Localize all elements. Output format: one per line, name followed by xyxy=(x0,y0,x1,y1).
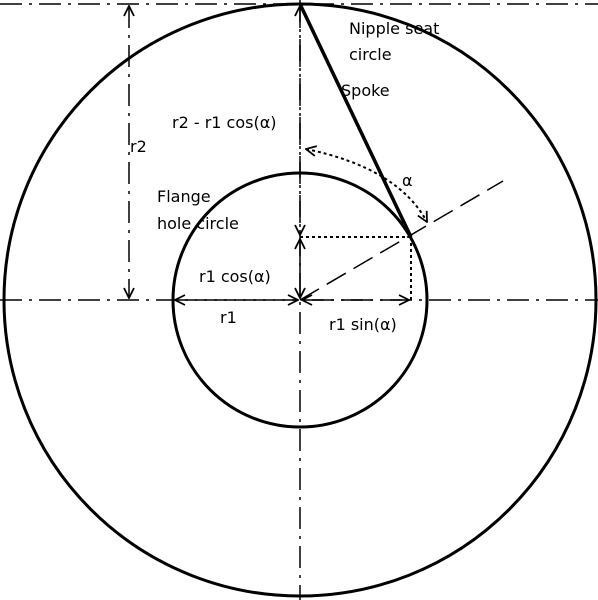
spoke-line xyxy=(298,3,413,238)
r2-minus-r1cos-label: r2 - r1 cos(α) xyxy=(172,113,277,132)
flange-label-line1: Flange xyxy=(157,187,211,206)
alpha-label: α xyxy=(402,171,413,190)
r1-label: r1 xyxy=(220,308,237,327)
spoke-label: Spoke xyxy=(341,81,390,100)
flange-label-line2: hole circle xyxy=(157,214,239,233)
r1cos-label: r1 cos(α) xyxy=(199,267,271,286)
r1sin-label: r1 sin(α) xyxy=(329,315,397,334)
r2-label: r2 xyxy=(130,137,147,156)
alpha-angle-arc xyxy=(306,149,427,222)
radial-dashed-line xyxy=(299,180,504,301)
nipple-seat-label-line2: circle xyxy=(349,45,392,64)
nipple-seat-label-line1: Nipple seat xyxy=(349,19,439,38)
